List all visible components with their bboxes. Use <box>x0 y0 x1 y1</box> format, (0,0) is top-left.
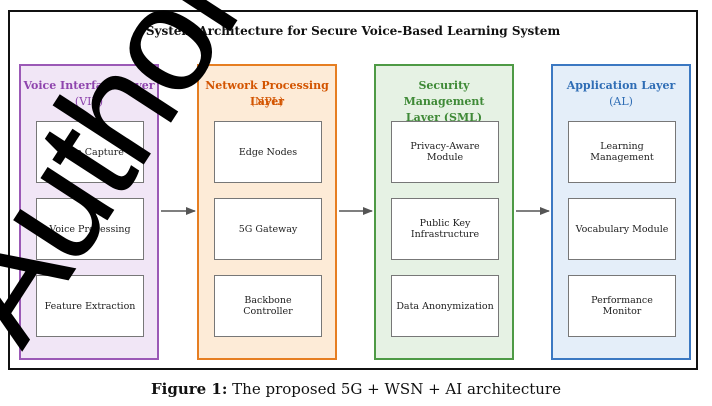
layer-name: Security Management Layer (SML) <box>403 79 485 124</box>
layer-abbr: (NPL) <box>250 95 284 108</box>
component-feature-extraction: Feature Extraction <box>36 275 144 337</box>
component-5g-gateway: 5G Gateway <box>214 198 322 260</box>
component-edge-nodes: Edge Nodes <box>214 121 322 183</box>
component-learning-management: Learning Management <box>568 121 676 183</box>
diagram-title: System Architecture for Secure Voice-Bas… <box>145 24 561 38</box>
layer-abbr: (VIL) <box>74 95 104 108</box>
layer-name: Application Layer <box>566 79 676 92</box>
layer-security-management: Security Management Layer (SML) Privacy-… <box>374 64 514 360</box>
component-voice-capture: Voice Capture <box>36 121 144 183</box>
figure-caption: Figure 1: The proposed 5G + WSN + AI arc… <box>0 380 712 398</box>
layer-network-processing: Network Processing Layer (NPL) Edge Node… <box>197 64 337 360</box>
layer-name: Network Processing Layer <box>205 79 329 108</box>
component-backbone-controller: Backbone Controller <box>214 275 322 337</box>
component-voice-processing: Voice Processing <box>36 198 144 260</box>
diagram-frame: System Architecture for Secure Voice-Bas… <box>8 10 698 370</box>
component-data-anonymization: Data Anonymization <box>391 275 499 337</box>
component-vocabulary-module: Vocabulary Module <box>568 198 676 260</box>
layer-abbr: (AL) <box>609 95 633 108</box>
caption-label: Figure 1: <box>151 380 228 398</box>
caption-text: The proposed 5G + WSN + AI architecture <box>227 380 561 398</box>
component-privacy-aware-module: Privacy-Aware Module <box>391 121 499 183</box>
layer-voice-interface: Voice Interface Layer (VIL) Voice Captur… <box>19 64 159 360</box>
layer-name: Voice Interface Layer <box>23 79 155 92</box>
component-performance-monitor: Performance Monitor <box>568 275 676 337</box>
component-public-key-infrastructure: Public Key Infrastructure <box>391 198 499 260</box>
layer-application: Application Layer (AL) Learning Manageme… <box>551 64 691 360</box>
